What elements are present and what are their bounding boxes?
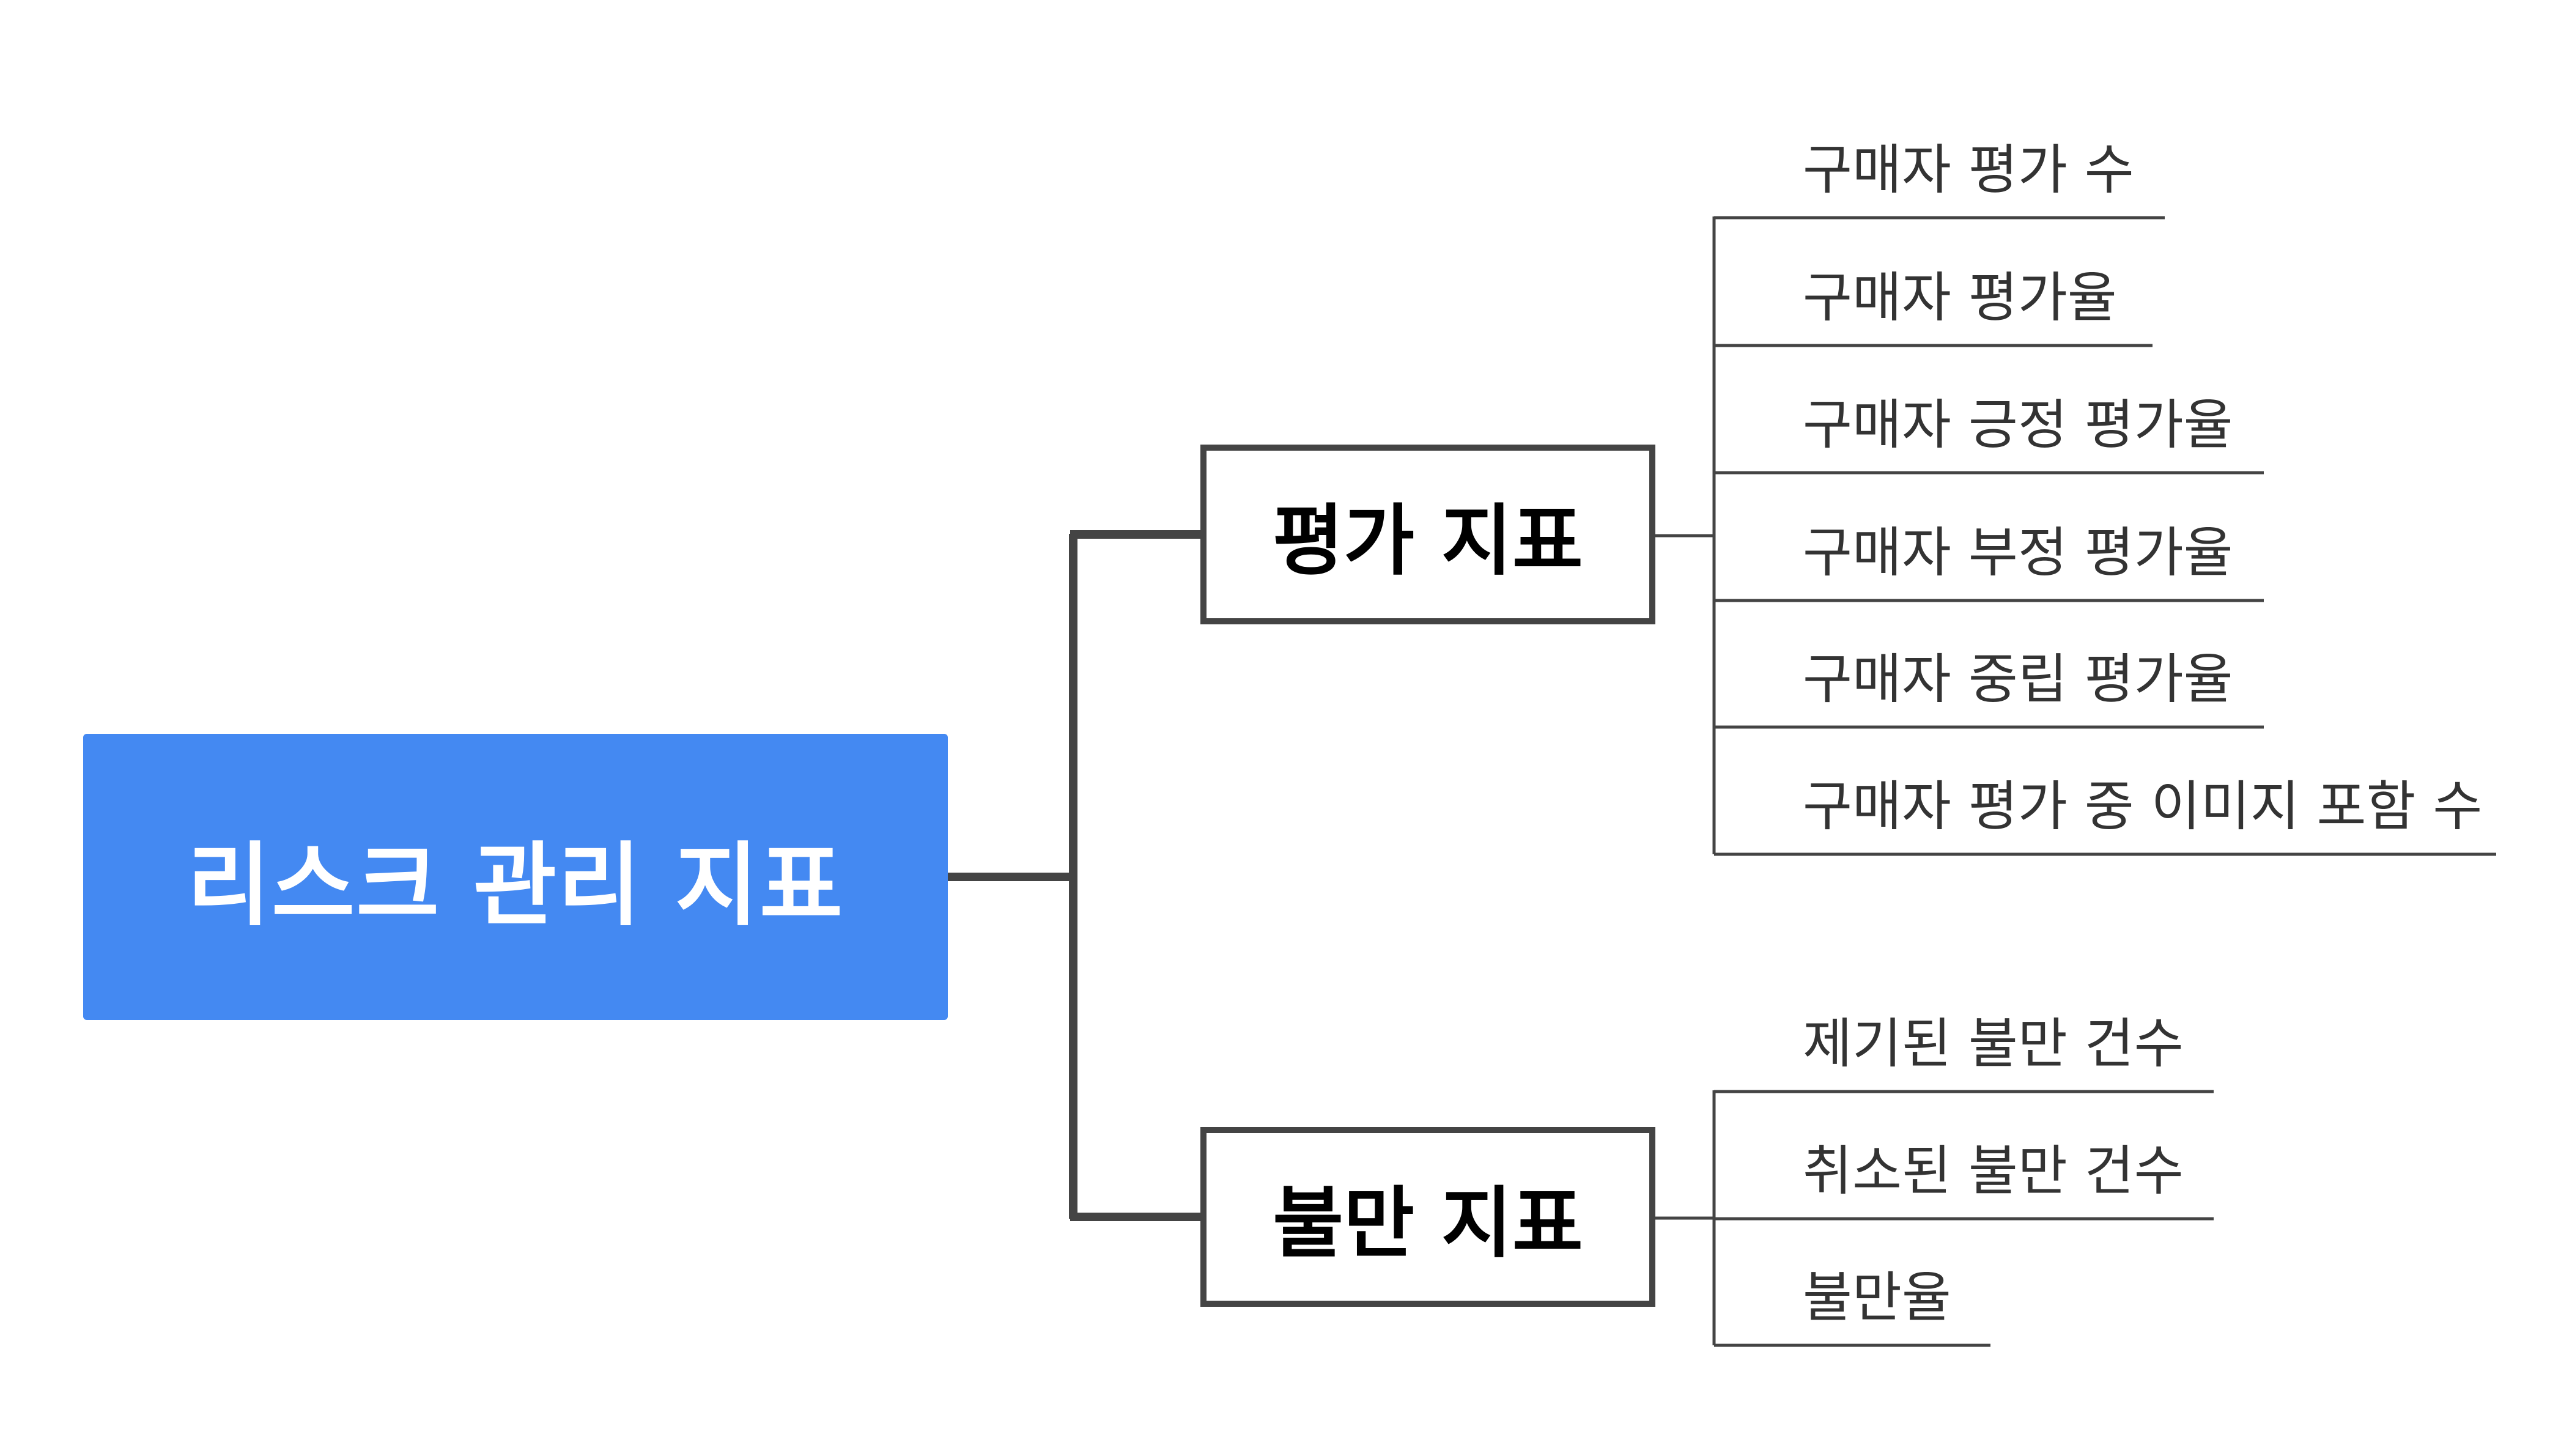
category-node-evaluation[interactable]: 평가 지표 <box>1200 445 1655 624</box>
leaf-item[interactable]: 제기된 불만 건수 <box>1803 1011 2184 1075</box>
root-node[interactable]: 리스크 관리 지표 <box>83 734 948 1020</box>
leaf-item[interactable]: 구매자 중립 평가율 <box>1803 647 2233 711</box>
leaf-item[interactable]: 구매자 평가 수 <box>1803 138 2134 201</box>
category-node-complaint[interactable]: 불만 지표 <box>1200 1127 1655 1307</box>
leaf-item[interactable]: 구매자 평가율 <box>1803 265 2117 329</box>
leaf-item[interactable]: 구매자 평가 중 이미지 포함 수 <box>1803 774 2483 838</box>
leaf-item[interactable]: 구매자 부정 평가율 <box>1803 520 2233 584</box>
root-label: 리스크 관리 지표 <box>187 832 844 938</box>
category-label: 불만 지표 <box>1273 1178 1583 1268</box>
leaf-item[interactable]: 구매자 긍정 평가율 <box>1803 393 2233 456</box>
category-label: 평가 지표 <box>1273 496 1583 586</box>
leaf-item[interactable]: 불만율 <box>1803 1265 1951 1329</box>
leaf-item[interactable]: 취소된 불만 건수 <box>1803 1139 2184 1202</box>
